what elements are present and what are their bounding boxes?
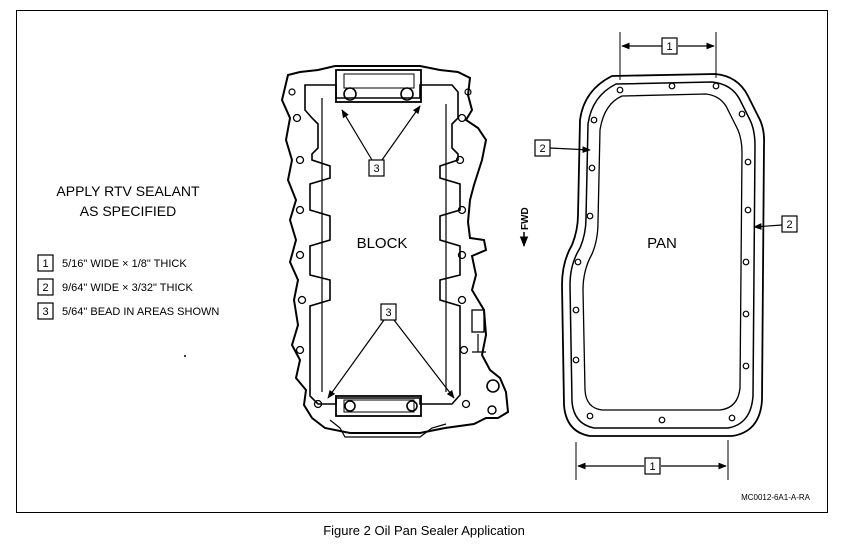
svg-text:3: 3 [385,307,391,319]
fwd-label: FWD [520,207,531,230]
legend-item-3: 3 5/64" BEAD IN AREAS SHOWN [37,302,219,320]
dimension-1-top: 1 [619,32,717,80]
svg-text:1: 1 [666,41,672,53]
legend-text-3: 5/64" BEAD IN AREAS SHOWN [62,306,219,318]
legend-text-1: 5/16" WIDE × 1/8" THICK [62,258,187,270]
svg-text:2: 2 [539,143,545,155]
legend-key-1: 1 [42,258,48,270]
speck [184,355,186,357]
legend-text-2: 9/64" WIDE × 3/32" THICK [62,282,193,294]
svg-text:1: 1 [649,461,655,473]
callout-2-right: 2 [753,215,798,233]
reference-code: MC0012-6A1-A-RA [741,493,811,502]
oil-pan [561,73,766,437]
callout-2-left: 2 [534,139,591,157]
legend-key-2: 2 [42,282,48,294]
legend-item-1: 1 5/16" WIDE × 1/8" THICK [37,254,187,272]
legend-item-2: 2 9/64" WIDE × 3/32" THICK [37,278,193,296]
block-label: BLOCK [357,235,408,252]
svg-text:3: 3 [373,163,379,175]
pan-label: PAN [647,235,677,252]
instructions-line2: AS SPECIFIED [80,203,176,219]
callout-3-upper: 3 [341,105,421,177]
dimension-1-bottom: 1 [575,440,729,480]
instructions-line1: APPLY RTV SEALANT [56,183,200,199]
engine-block [280,65,510,438]
callout-3-lower: 3 [327,303,455,399]
figure-frame [16,10,828,513]
svg-text:2: 2 [786,219,792,231]
figure-caption: Figure 2 Oil Pan Sealer Application [323,523,525,538]
fwd-indicator: FWD [519,207,531,248]
legend: 1 5/16" WIDE × 1/8" THICK 2 9/64" WIDE ×… [37,254,219,320]
legend-key-3: 3 [42,306,48,318]
